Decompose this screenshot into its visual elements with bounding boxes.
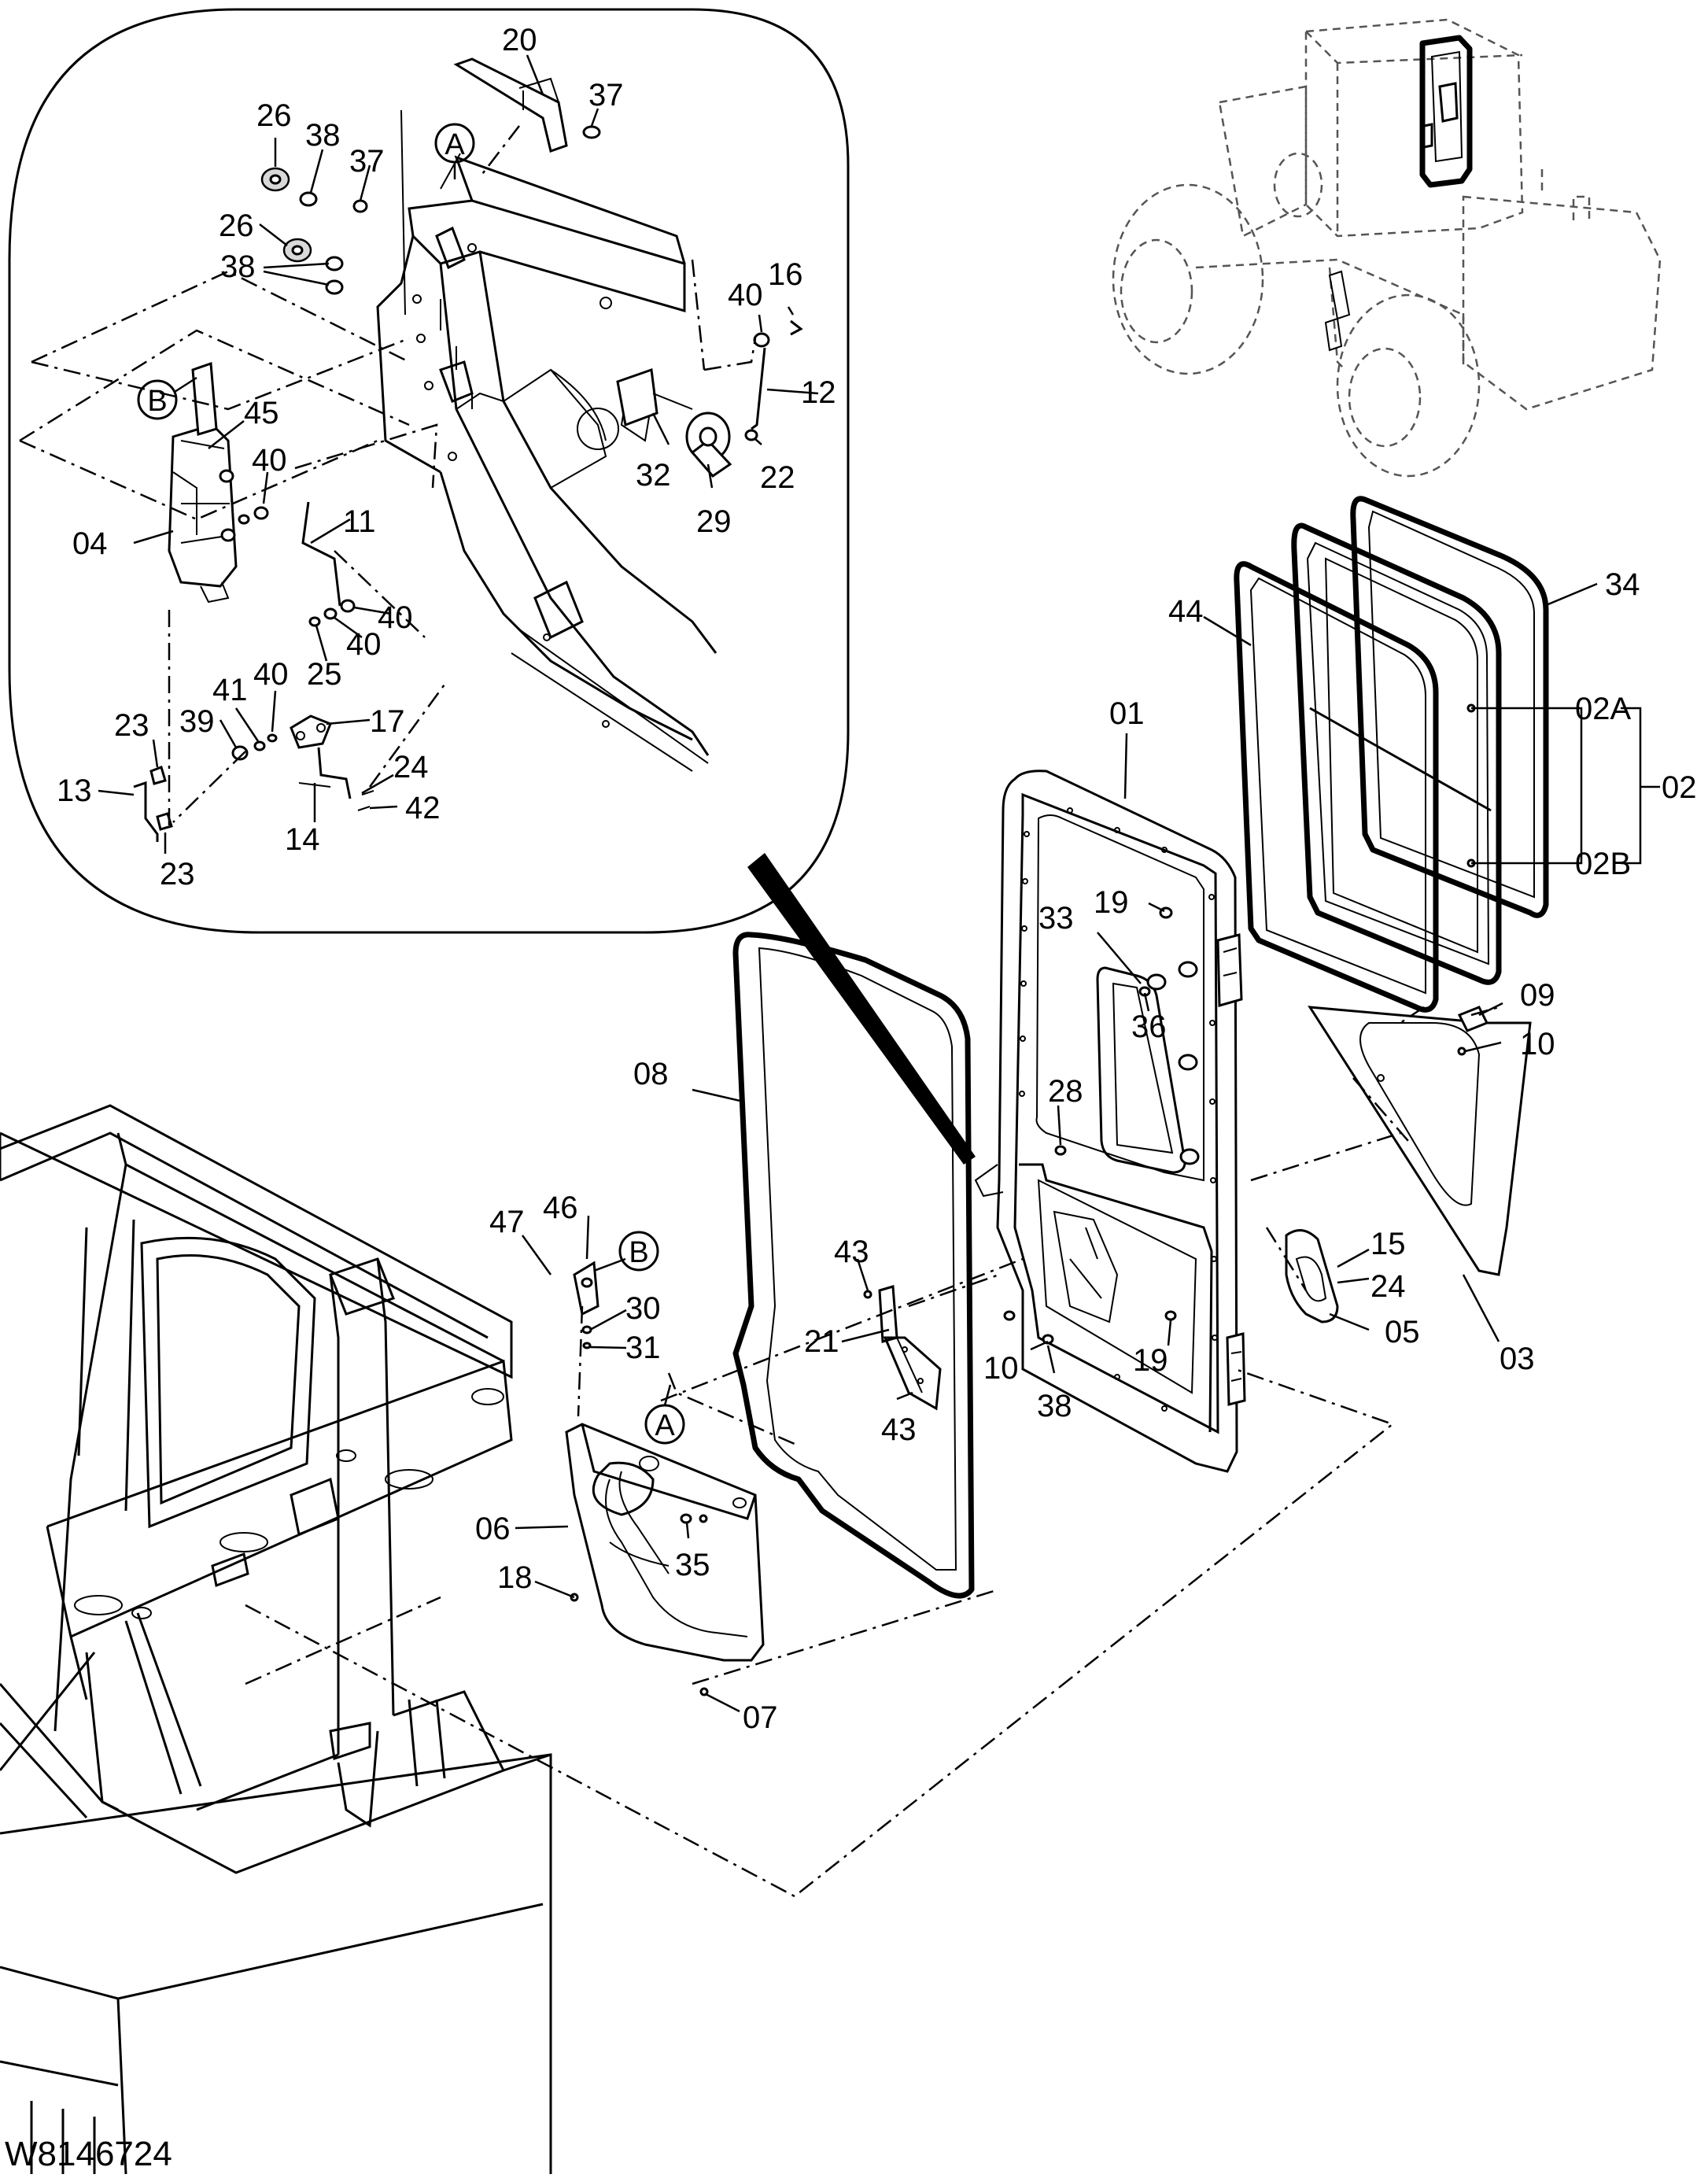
label-45: 45 — [244, 396, 279, 430]
label-07: 07 — [743, 1700, 778, 1735]
label-26: 26 — [256, 98, 292, 133]
leader-lines — [98, 54, 1660, 1713]
label-19: 19 — [1133, 1343, 1168, 1378]
label-39: 39 — [179, 704, 215, 739]
label-02B: 02B — [1575, 847, 1631, 881]
label-10: 10 — [1520, 1027, 1555, 1061]
detail-bubble-outline — [8, 8, 850, 934]
label-43: 43 — [834, 1235, 869, 1269]
label-31: 31 — [625, 1331, 661, 1365]
label-34: 34 — [1605, 567, 1640, 602]
label-14: 14 — [285, 822, 320, 857]
label-25: 25 — [307, 657, 342, 692]
part-03-lower-glass — [1308, 1006, 1532, 1276]
part-04-latch-assembly — [168, 361, 238, 604]
label-15: 15 — [1370, 1227, 1406, 1261]
label-12: 12 — [801, 375, 836, 410]
label-24: 24 — [393, 750, 429, 784]
drawing-id: W8146724 — [5, 2135, 172, 2173]
label-40: 40 — [378, 600, 413, 635]
label-02A: 02A — [1575, 692, 1631, 726]
label-37: 37 — [588, 78, 624, 113]
label-40: 40 — [728, 278, 763, 312]
label-38: 38 — [220, 249, 256, 284]
label-30: 30 — [625, 1291, 661, 1326]
label-09: 09 — [1520, 978, 1555, 1013]
label-17: 17 — [370, 704, 405, 739]
label-29: 29 — [696, 504, 732, 539]
label-35: 35 — [675, 1548, 710, 1582]
callout-A-main: A — [644, 1384, 685, 1445]
label-01: 01 — [1109, 696, 1145, 731]
callout-B-main: B — [618, 1231, 659, 1272]
label-19: 19 — [1094, 885, 1129, 920]
label-20: 20 — [502, 23, 537, 57]
label-40: 40 — [253, 657, 289, 692]
label-26: 26 — [219, 209, 254, 243]
pillar-frame-detail — [376, 109, 718, 772]
svg-text:B: B — [147, 385, 167, 418]
svg-text:A: A — [445, 128, 465, 161]
label-05: 05 — [1385, 1315, 1420, 1349]
part-06-door-trim — [565, 1423, 765, 1662]
label-23: 23 — [114, 708, 149, 743]
svg-text:B: B — [629, 1236, 648, 1269]
label-37: 37 — [349, 144, 385, 179]
part-08-door-seal — [732, 932, 975, 1599]
label-41: 41 — [212, 673, 248, 707]
detail-view — [8, 8, 976, 1165]
label-06: 06 — [475, 1512, 511, 1546]
callout-B-detail: B — [137, 376, 197, 420]
label-13: 13 — [57, 773, 92, 808]
label-11: 11 — [343, 504, 376, 539]
part-01-door-frame — [974, 770, 1246, 1473]
label-24: 24 — [1370, 1269, 1406, 1304]
part-44-inner-seal — [1234, 561, 1439, 1013]
label-40: 40 — [346, 627, 382, 662]
label-42: 42 — [405, 791, 441, 825]
label-36: 36 — [1131, 1010, 1167, 1044]
part-21-bracket — [878, 1285, 942, 1411]
part-46-striker-cover — [573, 1261, 599, 1349]
callout-A-detail: A — [434, 123, 475, 179]
label-28: 28 — [1048, 1074, 1083, 1109]
machine-location-thumbnail — [1112, 18, 1662, 478]
detail-pointer-wedge — [747, 853, 976, 1165]
label-08: 08 — [633, 1057, 669, 1091]
label-21: 21 — [804, 1324, 839, 1359]
part-20-grip-bar — [453, 57, 568, 153]
main-part-labels: 34 44 01 02A 02 02B 19 33 08 36 09 10 28… — [475, 567, 1697, 1735]
cab-frame — [0, 1104, 552, 2175]
label-03: 03 — [1500, 1342, 1535, 1376]
label-22: 22 — [760, 460, 795, 495]
label-43: 43 — [881, 1412, 917, 1447]
label-38: 38 — [305, 118, 341, 153]
label-46: 46 — [543, 1191, 578, 1225]
label-32: 32 — [636, 458, 671, 493]
label-04: 04 — [72, 526, 108, 561]
label-40: 40 — [252, 443, 287, 478]
part-05-inner-handle — [1285, 1229, 1339, 1323]
detail-part-labels: 20 37 26 38 37 26 38 16 40 12 45 40 32 2… — [57, 23, 836, 892]
label-10: 10 — [983, 1351, 1019, 1386]
part-02-window-glass — [1291, 522, 1502, 985]
label-38: 38 — [1037, 1389, 1072, 1423]
highlighted-door-thumb — [1419, 35, 1473, 188]
label-16: 16 — [768, 257, 803, 292]
svg-text:A: A — [655, 1409, 675, 1442]
label-33: 33 — [1038, 901, 1074, 936]
label-02: 02 — [1662, 770, 1697, 805]
label-44: 44 — [1168, 594, 1204, 629]
label-23: 23 — [160, 857, 195, 892]
label-47: 47 — [489, 1205, 525, 1239]
part-34-outer-seal — [1350, 496, 1549, 918]
label-18: 18 — [497, 1560, 533, 1595]
